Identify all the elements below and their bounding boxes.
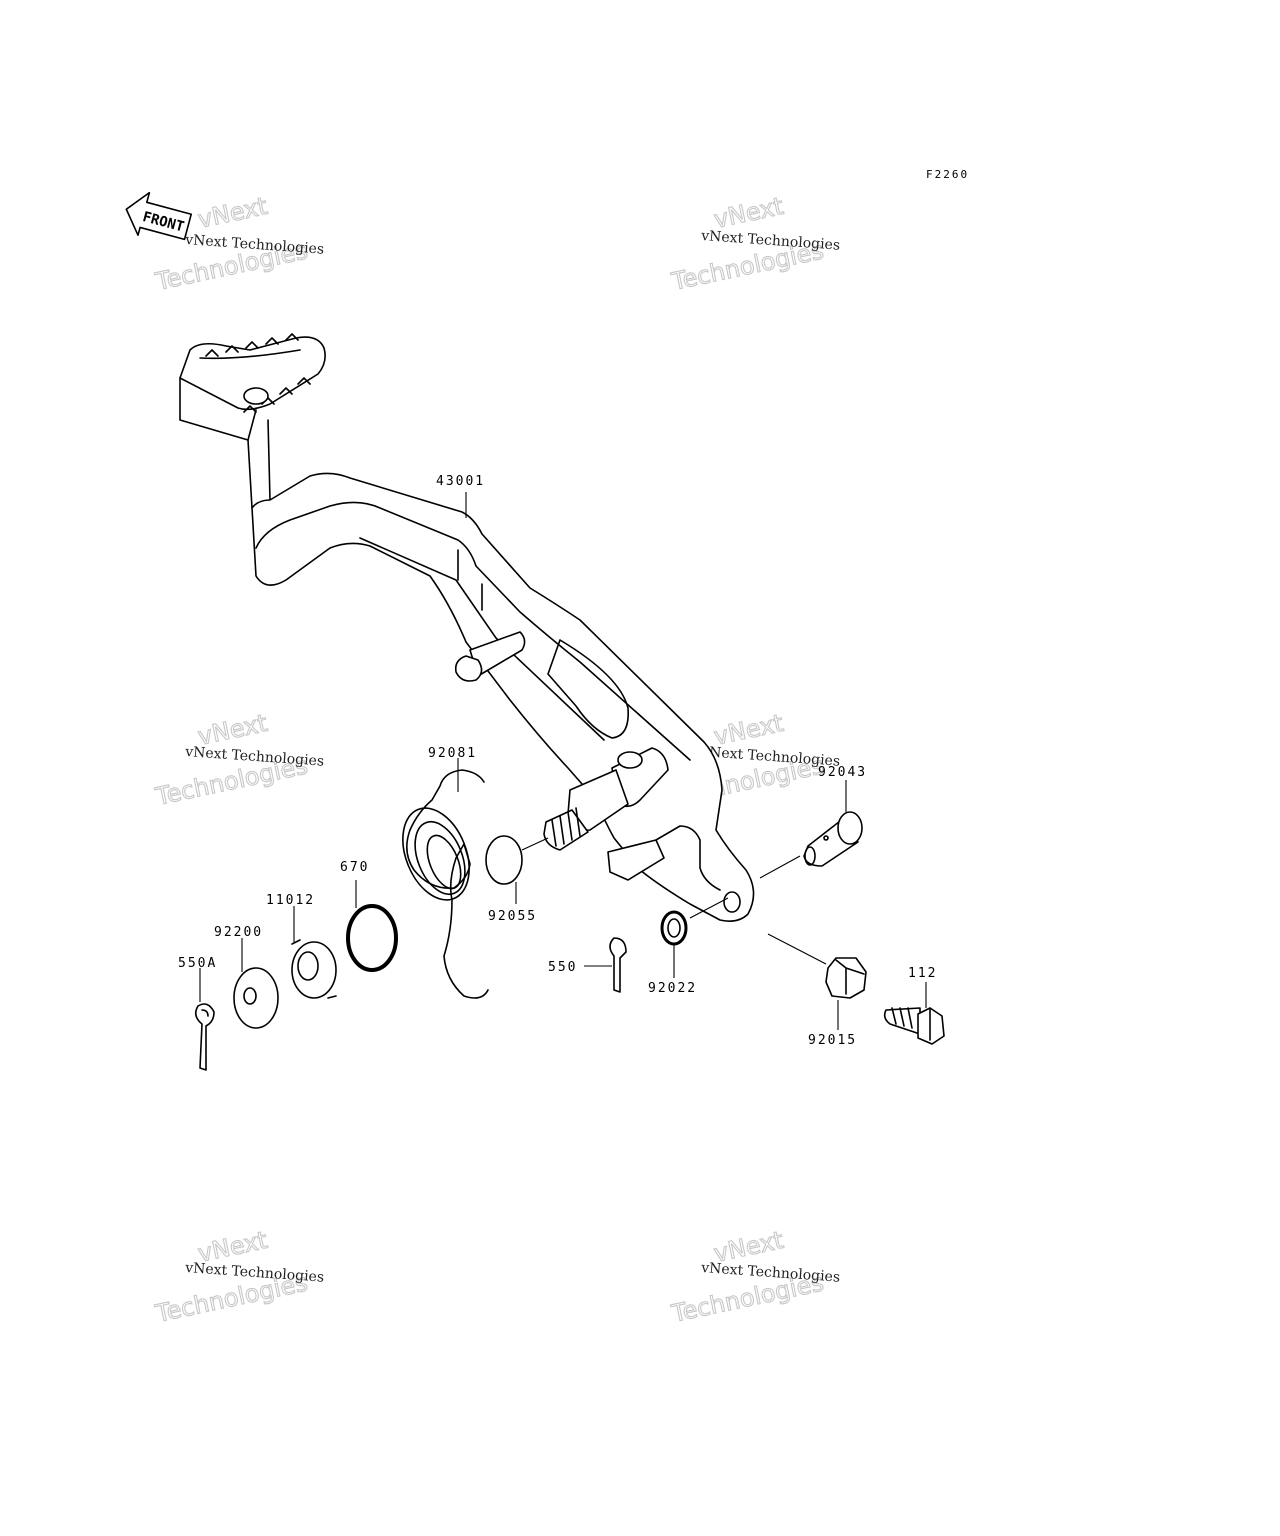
label-92055: 92055 — [488, 909, 537, 924]
return-spring — [402, 769, 489, 999]
label-92043: 92043 — [818, 765, 867, 780]
bolt-112 — [883, 1007, 945, 1045]
watermark-top-right: vNext Technologies vNext Technologies — [668, 191, 841, 296]
watermark-mid-left: vNext Technologies vNext Technologies — [152, 708, 325, 811]
washer-92200 — [233, 967, 279, 1029]
label-43001: 43001 — [436, 474, 485, 489]
watermark-bottom-right: vNext Technologies vNext Technologies — [668, 1225, 841, 1328]
label-92081: 92081 — [428, 746, 477, 761]
washer-92022 — [660, 910, 688, 946]
figure-code: F2260 — [926, 168, 969, 181]
watermark-vnext: vNext — [711, 192, 785, 234]
brake-pedal — [179, 333, 755, 922]
label-92015: 92015 — [808, 1033, 857, 1048]
collar-11012 — [291, 939, 337, 999]
label-112: 112 — [908, 966, 937, 981]
label-11012: 11012 — [266, 893, 315, 908]
watermark-top-left: vNext Technologies vNext Technologies — [152, 191, 325, 296]
label-550a: 550A — [178, 956, 217, 971]
leader-pivot — [759, 855, 801, 879]
label-550: 550 — [548, 960, 577, 975]
o-ring-92055 — [485, 835, 523, 885]
leader-shaft — [521, 837, 549, 851]
leader-nut — [767, 933, 827, 965]
watermark-bottom-left: vNext Technologies vNext Technologies — [152, 1225, 325, 1328]
pin-92043 — [803, 811, 863, 867]
front-arrow-icon: FRONT — [125, 191, 193, 241]
nut-92015 — [825, 957, 867, 999]
watermark-vnext: vNext — [195, 192, 269, 234]
label-92200: 92200 — [214, 925, 263, 940]
leader-washer-hole — [689, 897, 729, 919]
seal-670 — [346, 904, 398, 972]
cotter-pin-550 — [609, 937, 627, 993]
cotter-pin-550a — [194, 1003, 215, 1071]
label-670: 670 — [340, 860, 369, 875]
label-92022: 92022 — [648, 981, 697, 996]
